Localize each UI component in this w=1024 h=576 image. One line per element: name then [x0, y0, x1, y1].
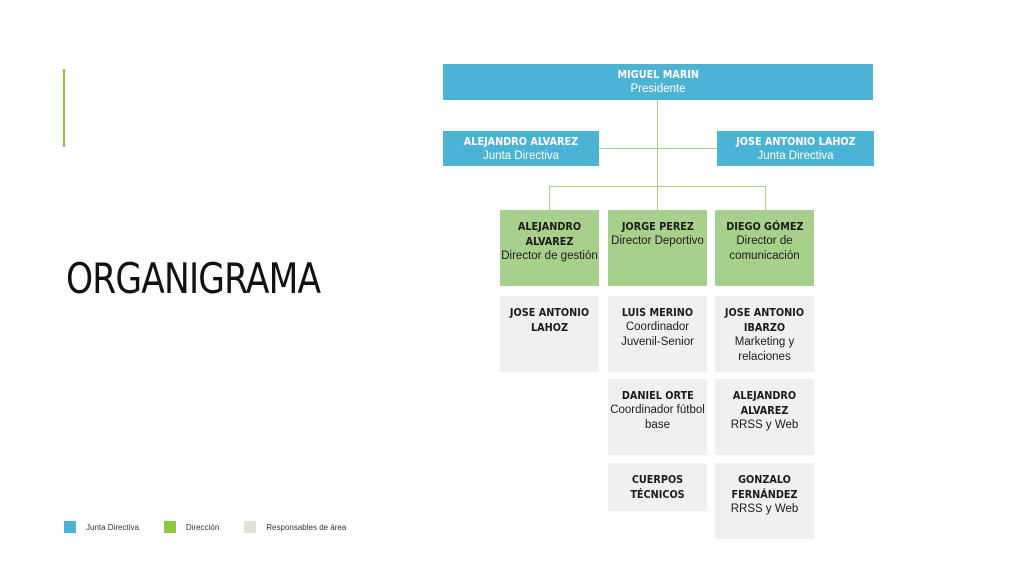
legend-swatch-direccion [163, 521, 176, 533]
node-name: GONZALO FERNÁNDEZ [731, 473, 798, 501]
legend-label: Dirección [185, 522, 220, 532]
area-head-box: LUIS MERINO Coordinador Juvenil-Senior [608, 296, 707, 372]
legend: Junta Directiva Dirección Responsables d… [64, 521, 371, 533]
node-name: MIGUEL MARIN [617, 68, 699, 81]
connector-line [657, 100, 658, 186]
node-name: DIEGO GÓMEZ [725, 220, 804, 233]
node-role: Coordinador Juvenil-Senior [621, 321, 694, 348]
node-role: Coordinador fútbol base [610, 404, 705, 431]
accent-bar [63, 69, 65, 147]
node-name: CUERPOS TÉCNICOS [630, 473, 685, 501]
legend-label: Responsables de área [266, 522, 347, 532]
area-head-box: JOSE ANTONIO LAHOZ [500, 296, 599, 372]
director-box: ALEJANDRO ALVAREZ Director de gestión [500, 210, 599, 286]
node-name: DANIEL ORTE [621, 389, 694, 402]
board-box: JOSE ANTONIO LAHOZ Junta Directiva [717, 131, 874, 166]
area-head-box: GONZALO FERNÁNDEZ RRSS y Web [715, 463, 814, 539]
board-box: ALEJANDRO ALVAREZ Junta Directiva [443, 131, 599, 166]
node-role: Director Deportivo [611, 235, 704, 247]
director-box: JORGE PEREZ Director Deportivo [608, 210, 707, 286]
node-role: RRSS y Web [730, 503, 799, 515]
legend-label: Junta Directiva [86, 522, 139, 532]
node-name: ALEJANDRO ALVAREZ [517, 220, 582, 248]
area-head-box: CUERPOS TÉCNICOS [608, 463, 707, 511]
node-role: Director de gestión [501, 250, 598, 262]
node-name: ALEJANDRO ALVAREZ [463, 134, 579, 148]
node-role: Junta Directiva [482, 149, 560, 162]
area-head-box: DANIEL ORTE Coordinador fútbol base [608, 379, 707, 455]
connector-line [549, 186, 550, 210]
node-role: Director de comunicación [729, 235, 800, 262]
node-role: RRSS y Web [730, 419, 799, 431]
node-role: Marketing y relaciones [734, 336, 795, 363]
node-role: Presidente [630, 83, 686, 95]
director-box: DIEGO GÓMEZ Director de comunicación [715, 210, 814, 286]
connector-line [599, 148, 717, 149]
slide-title: ORGANIGRAMA [66, 254, 321, 303]
legend-swatch-responsables [244, 521, 257, 533]
node-name: JOSE ANTONIO IBARZO [724, 306, 805, 334]
legend-swatch-junta [64, 521, 76, 533]
node-name: LUIS MERINO [621, 306, 694, 319]
node-name: JORGE PEREZ [621, 220, 694, 233]
president-box: MIGUEL MARIN Presidente [443, 64, 873, 100]
area-head-box: ALEJANDRO ALVAREZ RRSS y Web [715, 379, 814, 455]
node-name: JOSE ANTONIO LAHOZ [735, 134, 856, 148]
node-name: JOSE ANTONIO LAHOZ [509, 306, 590, 334]
node-role: Junta Directiva [757, 149, 834, 162]
node-name: ALEJANDRO ALVAREZ [732, 389, 797, 417]
connector-line [657, 186, 658, 210]
connector-line [765, 186, 766, 210]
area-head-box: JOSE ANTONIO IBARZO Marketing y relacion… [715, 296, 814, 372]
